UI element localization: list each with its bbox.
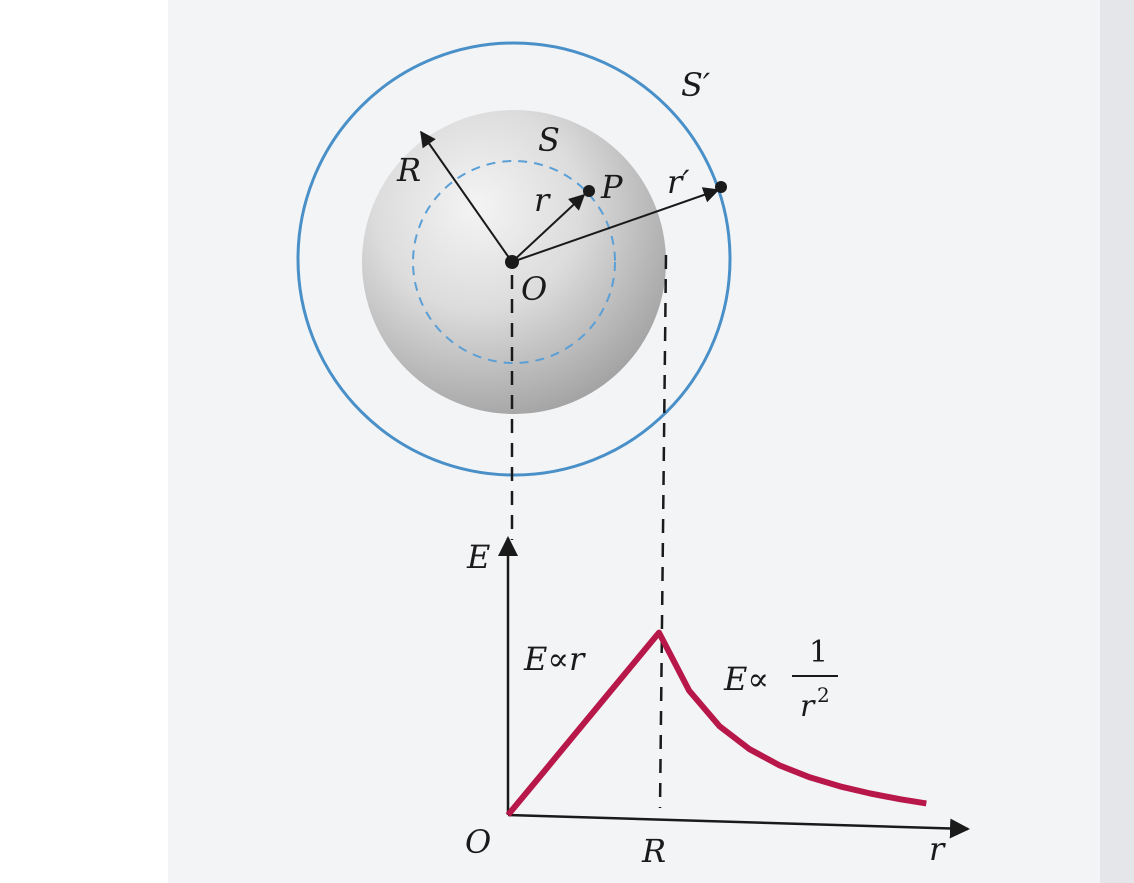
field-curve [505,629,927,817]
r-prime-label: r′ [667,163,690,201]
point-p-label: P [600,168,623,206]
outside-law-prefix: E∝ [723,660,769,698]
x-axis-label: r [929,830,946,868]
center-label: O [521,270,547,308]
r-prime-arrow [511,187,720,263]
r-label: r [534,181,551,219]
point-p [583,185,595,197]
radius-label: R [396,151,421,189]
outside-law-denominator: r [800,689,816,724]
radius-drop-line [658,254,668,809]
radius-arrow [420,130,513,263]
inside-law-label: E∝r [523,640,586,678]
r-arrow [511,193,586,263]
page-left [0,0,168,883]
point-on-outer-surface [715,181,727,193]
y-axis-label: E [466,538,490,576]
outside-law-exponent: 2 [817,683,830,707]
outside-law-numerator: 1 [809,635,828,670]
gaussian-surface-inner [412,160,616,364]
r-tick-label: R [641,832,666,870]
x-axis [507,813,970,839]
page-edge-shadow [1100,0,1134,883]
gaussian-surface-outer [296,41,732,477]
surface-s-prime-label: S′ [681,66,711,104]
surface-s-label: S [538,121,560,159]
page-scan [168,0,1134,883]
origin-label: O [465,823,491,861]
center-point [505,255,519,269]
